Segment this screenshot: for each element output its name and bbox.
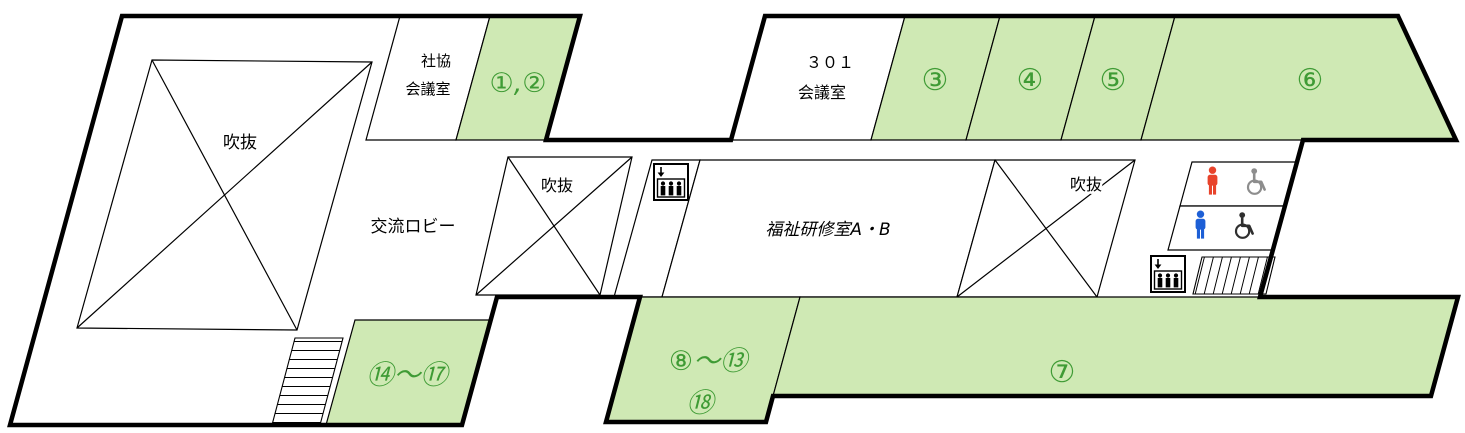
zone-7-label: ⑦	[1049, 355, 1076, 390]
atrium-center-label: 吹抜	[541, 176, 573, 195]
stairs-right	[1192, 256, 1276, 295]
zone-5-label: ⑤	[1100, 63, 1127, 98]
atrium-left-label: 吹抜	[223, 133, 257, 153]
zone-18-label: ⑱	[687, 388, 718, 419]
zone-1-2-label: ①,②	[490, 68, 547, 99]
toilet-room-male	[1167, 205, 1286, 251]
elevator-left-icon	[653, 163, 689, 201]
shakyo-room-label-line2: 会議室	[405, 80, 450, 98]
atrium-right-label: 吹抜	[1070, 175, 1102, 194]
atrium-left-diagonals	[76, 59, 373, 331]
training-room-label: 福祉研修室A・B	[765, 220, 890, 240]
toilet-room-female	[1179, 161, 1298, 207]
room-301-label-line1: ３０１	[806, 53, 854, 72]
elevator-right-icon	[1150, 255, 1186, 293]
building-outline	[7, 13, 1461, 428]
zone-14-17-label: ⑭〜⑰	[367, 360, 452, 391]
shakyo-room-label-line1: 社協	[421, 52, 451, 70]
zone-3-label: ③	[922, 63, 949, 98]
zone-6-label: ⑥	[1297, 63, 1324, 98]
room-301-label-line2: 会議室	[798, 83, 846, 102]
zone-7-room	[772, 296, 1459, 397]
zone-4-label: ④	[1017, 63, 1044, 98]
zone-8-13-label: ⑧〜⑬	[669, 346, 751, 377]
atrium-right-diagonals	[956, 159, 1136, 298]
atrium-center-diagonals	[475, 156, 633, 296]
lobby-label: 交流ロビー	[371, 217, 456, 237]
